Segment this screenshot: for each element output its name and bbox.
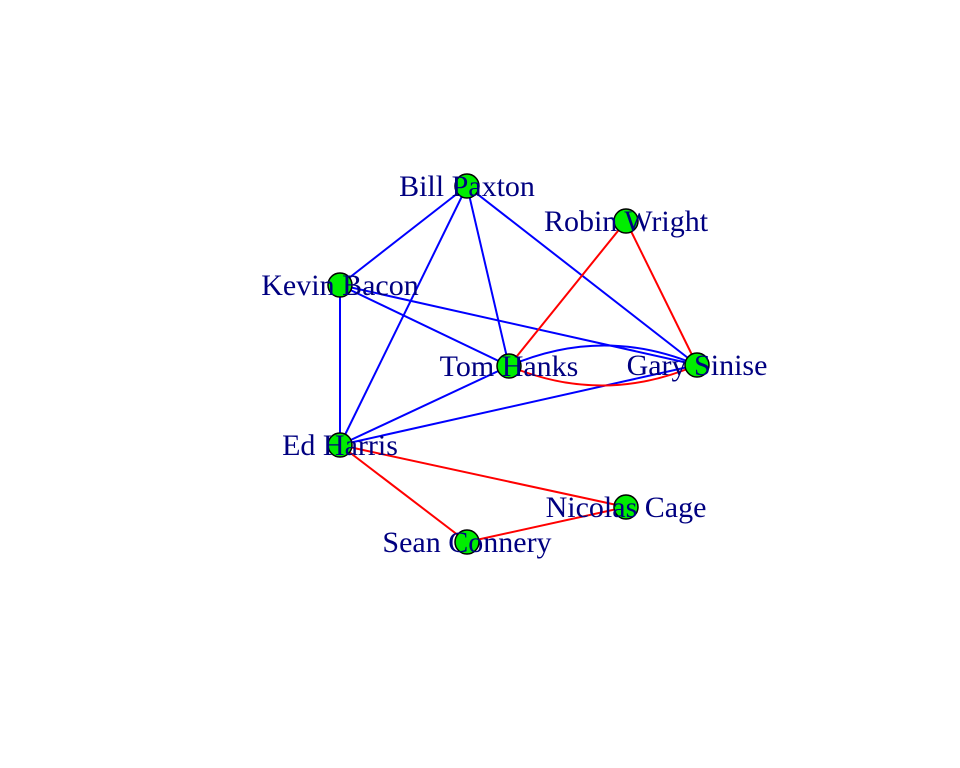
edge-kevin-bacon-gary-sinise-blue <box>339 284 698 366</box>
node-robin-wright <box>613 208 639 234</box>
node-label-gary-sinise: Gary Sinise <box>627 349 768 382</box>
node-label-robin-wright: Robin Wright <box>544 205 709 238</box>
edge-robin-wright-gary-sinise-red <box>625 220 698 366</box>
node-label-kevin-bacon: Kevin Bacon <box>261 269 418 302</box>
edge-tom-hanks-gary-sinise-blue-up <box>508 344 698 367</box>
edge-bill-paxton-tom-hanks-blue <box>466 185 510 367</box>
node-label-bill-paxton: Bill Paxton <box>399 170 535 203</box>
node-kevin-bacon <box>327 272 353 298</box>
edge-robin-wright-tom-hanks-red <box>508 220 627 367</box>
node-label-tom-hanks: Tom Hanks <box>440 350 579 383</box>
edge-bill-paxton-kevin-bacon-blue <box>339 185 468 286</box>
edge-tom-hanks-gary-sinise-red-down <box>508 364 698 387</box>
node-label-ed-harris: Ed Harris <box>282 429 398 462</box>
edge-ed-harris-gary-sinise-blue <box>339 364 698 446</box>
edge-kevin-bacon-tom-hanks-blue <box>339 284 510 367</box>
node-bill-paxton <box>454 173 480 199</box>
node-label-sean-connery: Sean Connery <box>382 526 551 559</box>
nodes-layer <box>327 173 710 555</box>
edge-ed-harris-sean-connery-red <box>339 444 468 543</box>
edge-ed-harris-nicolas-cage-red <box>339 444 627 508</box>
edge-tom-hanks-ed-harris-blue <box>339 365 510 446</box>
node-sean-connery <box>454 529 480 555</box>
node-tom-hanks <box>496 353 522 379</box>
edge-sean-connery-nicolas-cage-red <box>466 506 627 543</box>
node-ed-harris <box>327 432 353 458</box>
edges-layer <box>339 185 698 543</box>
node-gary-sinise <box>684 352 710 378</box>
node-nicolas-cage <box>613 494 639 520</box>
node-label-nicolas-cage: Nicolas Cage <box>546 491 707 524</box>
